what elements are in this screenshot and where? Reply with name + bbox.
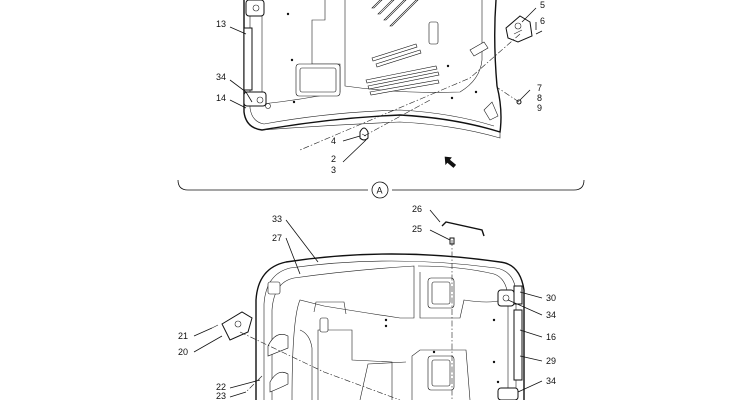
upper-vent-slots	[365, 0, 440, 96]
latch-handle-part-20	[211, 311, 253, 341]
direction-arrow-icon	[444, 156, 457, 168]
callout-29: 29	[546, 356, 556, 366]
callout-2: 2	[331, 154, 336, 164]
view-a-label: A	[377, 186, 383, 196]
lower-housing-assembly	[211, 221, 525, 400]
callout-34: 34	[216, 72, 226, 82]
rod-part-26	[441, 221, 485, 237]
callout-34-b: 34	[546, 310, 556, 320]
callout-labels: 5 6 13 34 14 7 8 9 4 2 3 26 25 33 27 30 …	[178, 0, 556, 400]
callout-21: 21	[178, 331, 188, 341]
callout-34-c: 34	[546, 376, 556, 386]
callout-20: 20	[178, 347, 188, 357]
callout-5: 5	[540, 0, 545, 10]
latch-handle-part-5	[505, 15, 543, 43]
callout-8: 8	[537, 93, 542, 103]
callout-4: 4	[331, 136, 336, 146]
bolt-part-4	[359, 127, 369, 141]
callout-3: 3	[331, 165, 336, 175]
callout-33: 33	[272, 214, 282, 224]
callout-7: 7	[537, 83, 542, 93]
callout-30: 30	[546, 293, 556, 303]
view-a-marker	[371, 181, 389, 199]
callout-14: 14	[216, 93, 226, 103]
callout-25: 25	[412, 224, 422, 234]
callout-6: 6	[540, 16, 545, 26]
callout-22: 22	[216, 382, 226, 392]
callout-23: 23	[216, 391, 226, 400]
callout-26: 26	[412, 204, 422, 214]
callout-27: 27	[272, 233, 282, 243]
callout-13: 13	[216, 19, 226, 29]
leader-lines	[193, 7, 543, 398]
callout-9: 9	[537, 103, 542, 113]
upper-housing-assembly	[243, 0, 543, 168]
callout-16: 16	[546, 332, 556, 342]
section-view-bracket: A	[177, 179, 585, 199]
